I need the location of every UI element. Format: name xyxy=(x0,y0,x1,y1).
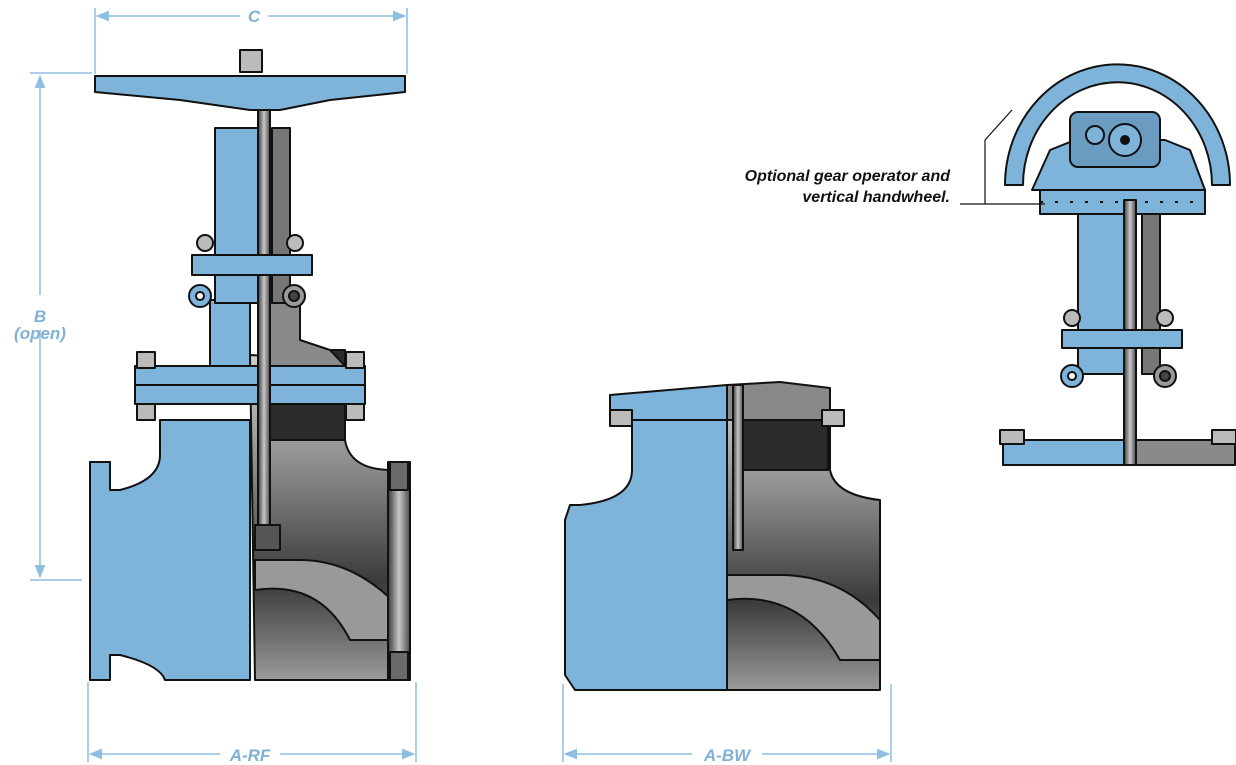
gear-operator-detail xyxy=(999,63,1236,466)
bw-bolt-left xyxy=(609,409,633,427)
dimension-a-bw-label: A-BW xyxy=(703,746,752,765)
gear-yoke-column xyxy=(1077,213,1127,375)
right-flange xyxy=(387,461,411,681)
dimension-a-rf-label: A-RF xyxy=(229,746,271,765)
gland-bolt-right xyxy=(286,234,304,252)
gate-wedge xyxy=(254,524,281,551)
valve-stem xyxy=(257,89,271,541)
callout-leader xyxy=(960,109,1045,205)
yoke-column xyxy=(214,127,261,304)
bw-stem xyxy=(732,384,744,551)
dimension-b-sublabel: (open) xyxy=(14,324,66,343)
dimension-b-label: B xyxy=(34,307,46,326)
body-left-half xyxy=(89,419,251,681)
callout-line-1: Optional gear operator and xyxy=(744,168,950,185)
dimension-c xyxy=(94,8,408,74)
gland-bolt-left xyxy=(196,234,214,252)
dimension-b xyxy=(30,72,92,581)
bw-bolt-right xyxy=(821,409,845,427)
yoke-right xyxy=(267,299,346,367)
flanged-gate-valve xyxy=(89,49,411,681)
gearbox-base xyxy=(1039,189,1206,215)
dimension-a-rf xyxy=(87,682,417,762)
handwheel xyxy=(94,75,406,111)
stem-nut xyxy=(239,49,263,73)
dimension-c-label: C xyxy=(248,7,261,26)
gland-flange xyxy=(191,254,313,276)
bw-body-left-half xyxy=(564,419,728,691)
bonnet-bolt-left xyxy=(136,351,156,369)
vertical-handwheel xyxy=(1004,63,1231,186)
bonnet-bolt-right xyxy=(345,351,365,369)
callout-text: Optional gear operator and vertical hand… xyxy=(660,166,950,208)
callout-line-2: vertical handwheel. xyxy=(802,189,950,206)
gear-bonnet-stub xyxy=(1002,439,1125,466)
dimension-a-bw xyxy=(562,684,892,762)
buttweld-gate-valve xyxy=(564,381,881,691)
bonnet-neck xyxy=(209,299,251,367)
